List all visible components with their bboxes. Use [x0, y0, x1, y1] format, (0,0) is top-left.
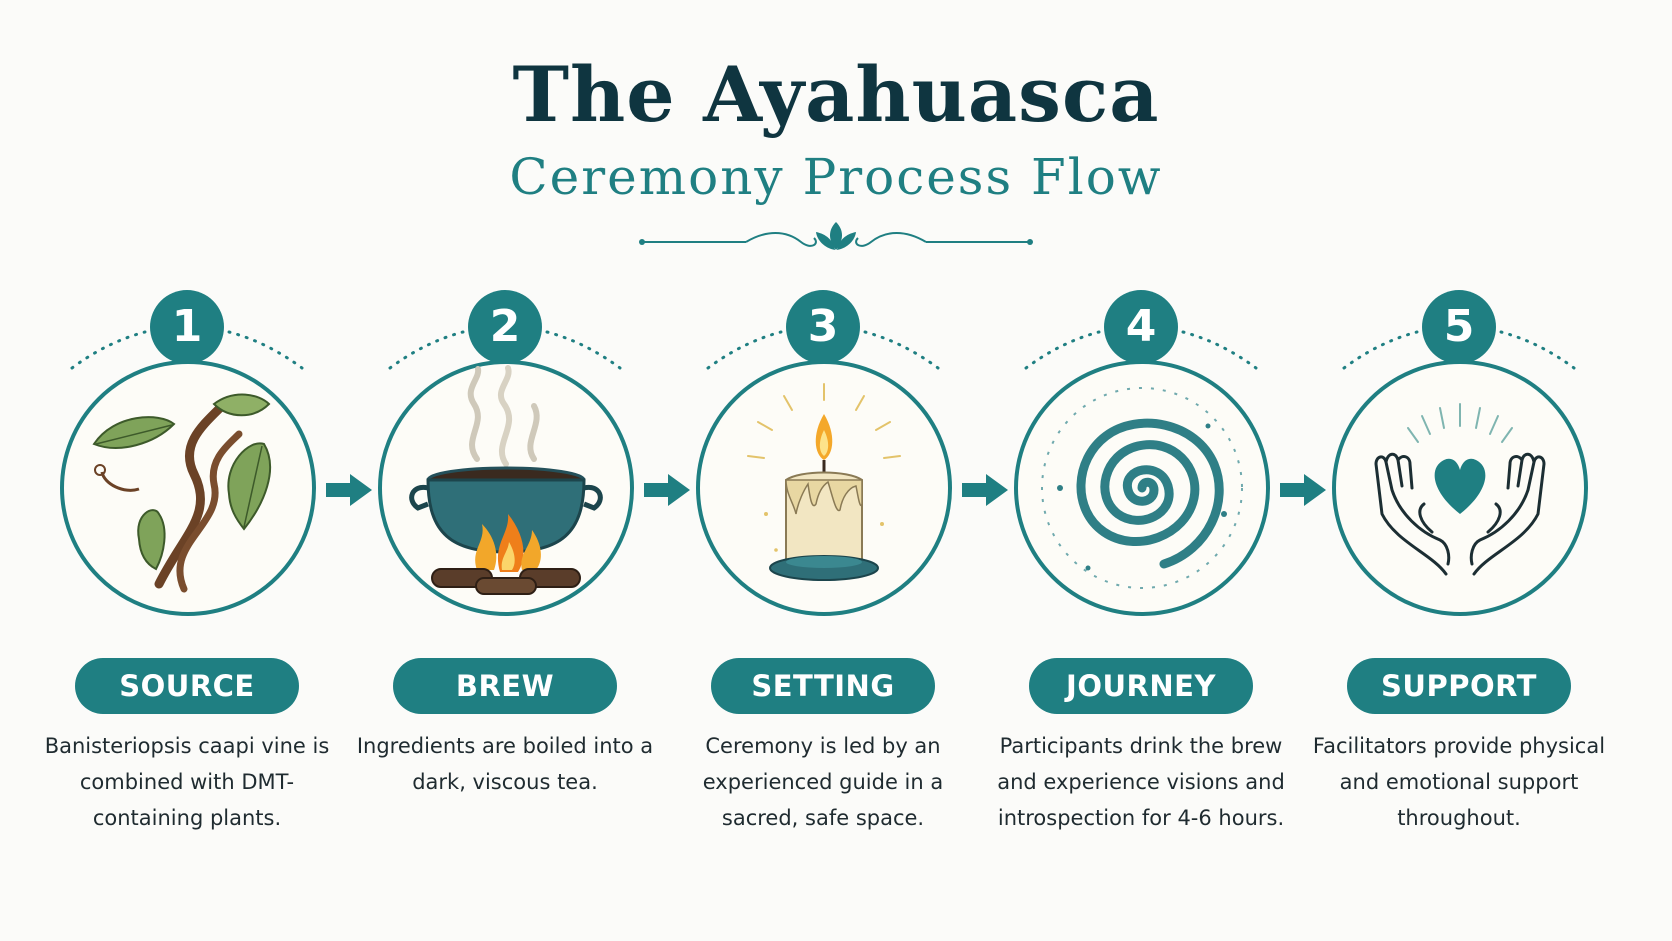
flow-arrow-icon — [962, 474, 1008, 506]
dotted-arc-icon — [1024, 330, 1258, 370]
step-number-badge: 4 — [1104, 290, 1178, 364]
step-number-badge: 5 — [1422, 290, 1496, 364]
step-description: Banisteriopsis caapi vine is combined wi… — [44, 734, 330, 830]
step-description: Ceremony is led by an experienced guide … — [702, 734, 944, 830]
step-description: Participants drink the brew and experien… — [997, 734, 1285, 830]
cooking-pot-fire-icon — [409, 365, 603, 595]
step-number-badge: 1 — [150, 290, 224, 364]
step-illustration-circle — [696, 360, 952, 616]
step-illustration-circle — [1014, 360, 1270, 616]
step-label-pill: JOURNEY — [1029, 658, 1253, 714]
candle-icon — [747, 383, 901, 581]
flow-arrow-icon — [1280, 474, 1326, 506]
hands-heart-icon — [1374, 403, 1546, 576]
step-illustration-circle — [60, 360, 316, 616]
flow-arrow-icon — [326, 474, 372, 506]
step-description: Ingredients are boiled into a dark, visc… — [356, 734, 654, 794]
diagram-subtitle: Ceremony Process Flow — [509, 148, 1163, 206]
step-number-badge: 3 — [786, 290, 860, 364]
spiral-icon — [1041, 387, 1243, 589]
dotted-arc-icon — [70, 330, 304, 370]
dotted-arc-icon — [388, 330, 622, 370]
step-illustration-circle — [378, 360, 634, 616]
diagram-title: The Ayahuasca — [512, 50, 1160, 139]
step-label-pill: BREW — [393, 658, 617, 714]
dotted-arc-icon — [706, 330, 940, 370]
step-label-pill: SOURCE — [75, 658, 299, 714]
decorative-divider-icon — [639, 222, 1033, 250]
step-description: Facilitators provide physical and emotio… — [1312, 734, 1606, 830]
step-number-badge: 2 — [468, 290, 542, 364]
dotted-arc-icon — [1342, 330, 1576, 370]
step-label-pill: SUPPORT — [1347, 658, 1571, 714]
flow-arrow-icon — [644, 474, 690, 506]
vine-leaves-icon — [92, 393, 272, 593]
step-illustration-circle — [1332, 360, 1588, 616]
step-label-pill: SETTING — [711, 658, 935, 714]
